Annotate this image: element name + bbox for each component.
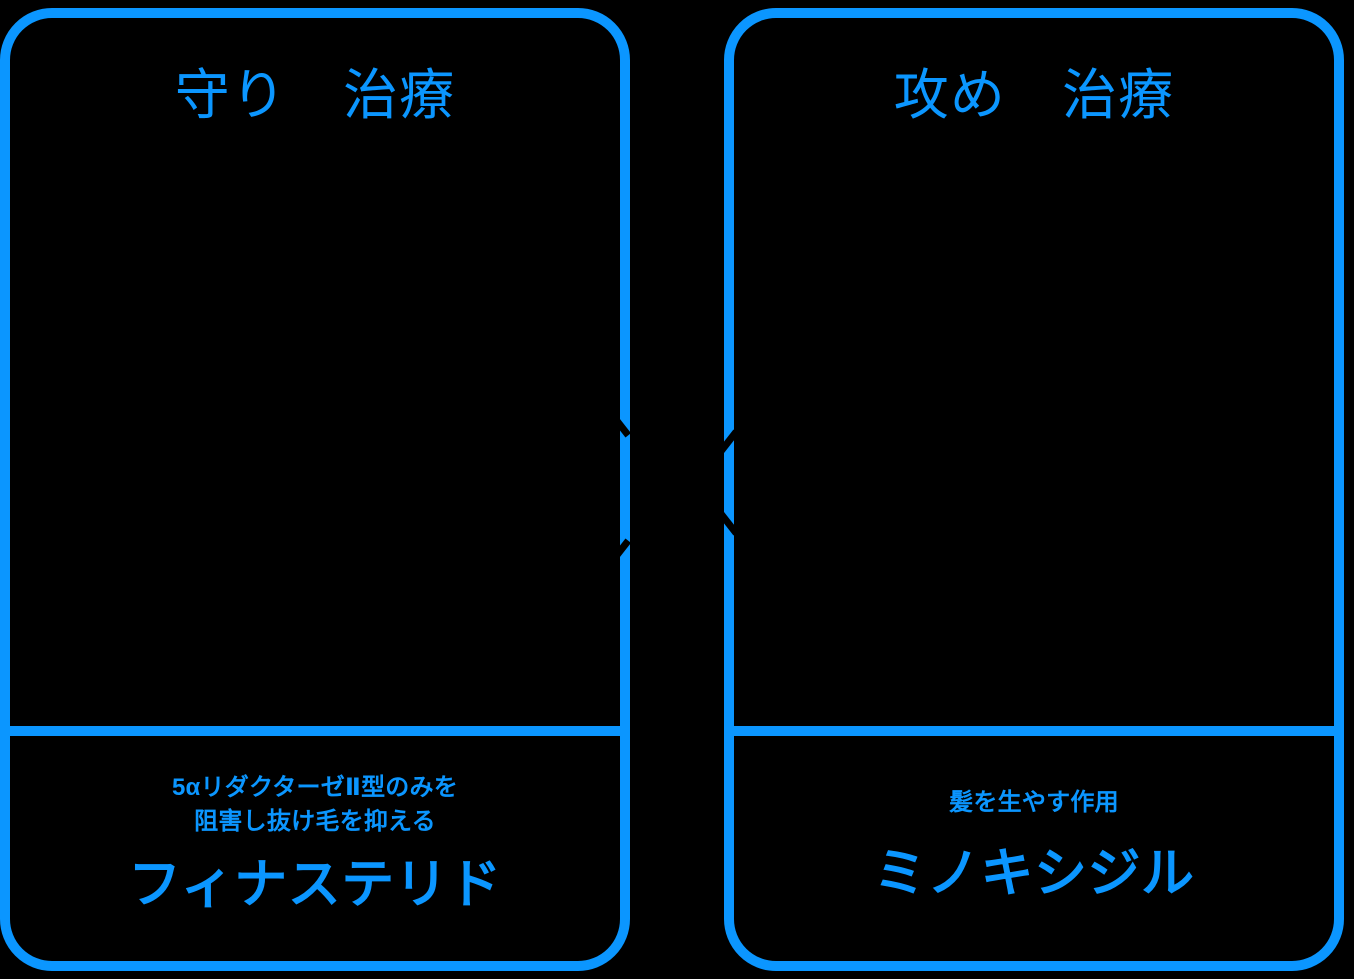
card-illustration-area xyxy=(734,158,1334,726)
card-effect-description-offensive: 髪を生やす作用 xyxy=(949,788,1119,816)
treatment-card-defensive[interactable]: 守り 治療 5αリダクターゼⅡ型のみを 阻害し抜け毛を抑える フィナステリド xyxy=(0,8,630,971)
card-lower-section: 5αリダクターゼⅡ型のみを 阻害し抜け毛を抑える フィナステリド xyxy=(10,736,620,961)
card-upper-section: 攻め 治療 xyxy=(734,18,1334,736)
card-heading-offensive: 攻め 治療 xyxy=(893,64,1175,126)
card-illustration-area xyxy=(10,158,620,726)
card-heading-defensive: 守り 治療 xyxy=(174,64,456,126)
card-lower-section: 髪を生やす作用 ミノキシジル xyxy=(734,736,1334,961)
card-drug-name-offensive: ミノキシジル xyxy=(873,843,1195,903)
card-effect-description-defensive: 5αリダクターゼⅡ型のみを 阻害し抜け毛を抑える xyxy=(171,773,459,835)
treatment-card-offensive[interactable]: 攻め 治療 髪を生やす作用 ミノキシジル xyxy=(724,8,1344,971)
card-drug-name-defensive: フィナステリド xyxy=(128,854,502,914)
card-upper-section: 守り 治療 xyxy=(10,18,620,736)
